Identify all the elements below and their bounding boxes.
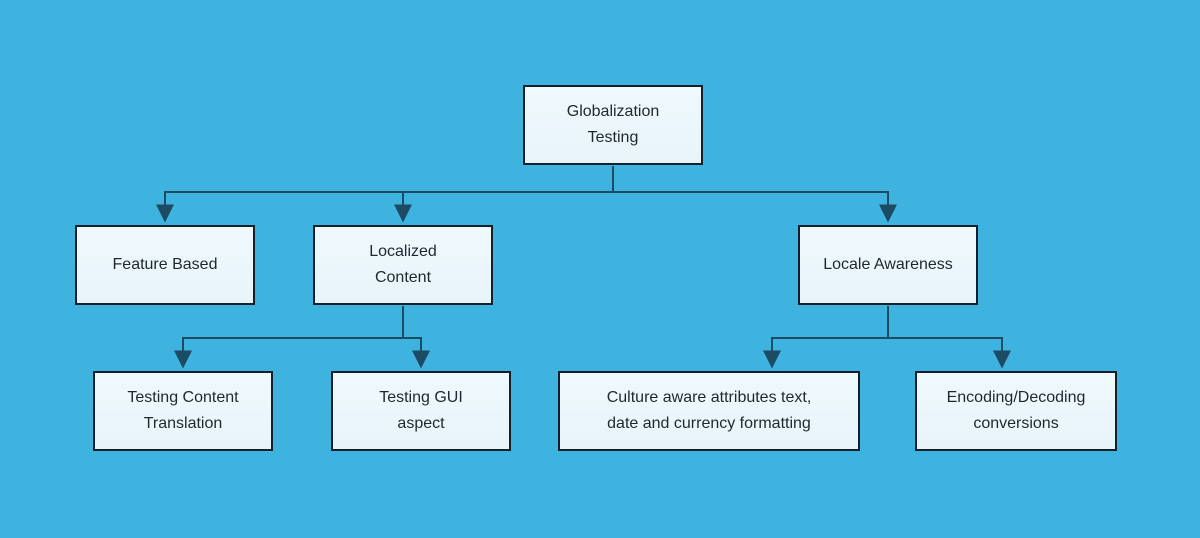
node-label: Culture aware attributes text,	[606, 389, 812, 406]
edge-localized-tct	[174, 306, 404, 369]
edge-locale-encoding	[887, 306, 1011, 369]
node-localized-content: Localized Content	[313, 225, 493, 305]
node-label: Testing Content	[127, 389, 239, 406]
edge-root-localized	[394, 166, 614, 223]
node-label: Globalization	[566, 103, 660, 120]
node-label: Testing	[587, 129, 639, 146]
node-label: date and currency formatting	[607, 415, 811, 432]
node-label: Feature Based	[112, 256, 218, 273]
edge-localized-tga	[402, 306, 430, 369]
node-label: Testing GUI	[379, 389, 463, 406]
node-testing-content-translation: Testing Content Translation	[93, 371, 273, 451]
edge-root-locale	[612, 166, 897, 223]
edge-locale-culture	[763, 306, 889, 369]
node-encoding-decoding-conversions: Encoding/Decoding conversions	[915, 371, 1117, 451]
node-locale-awareness: Locale Awareness	[798, 225, 978, 305]
node-label: Encoding/Decoding	[946, 389, 1086, 406]
node-label: Translation	[143, 415, 223, 432]
node-label: Content	[374, 269, 432, 286]
node-label: aspect	[397, 415, 445, 432]
node-label: Locale Awareness	[823, 256, 953, 273]
edge-root-feature	[156, 166, 614, 223]
node-culture-aware-attributes: Culture aware attributes text, date and …	[558, 371, 860, 451]
node-label: Localized	[369, 243, 437, 260]
node-label: conversions	[973, 415, 1059, 432]
node-globalization-testing: Globalization Testing	[523, 85, 703, 165]
node-testing-gui-aspect: Testing GUI aspect	[331, 371, 511, 451]
node-feature-based: Feature Based	[75, 225, 255, 305]
